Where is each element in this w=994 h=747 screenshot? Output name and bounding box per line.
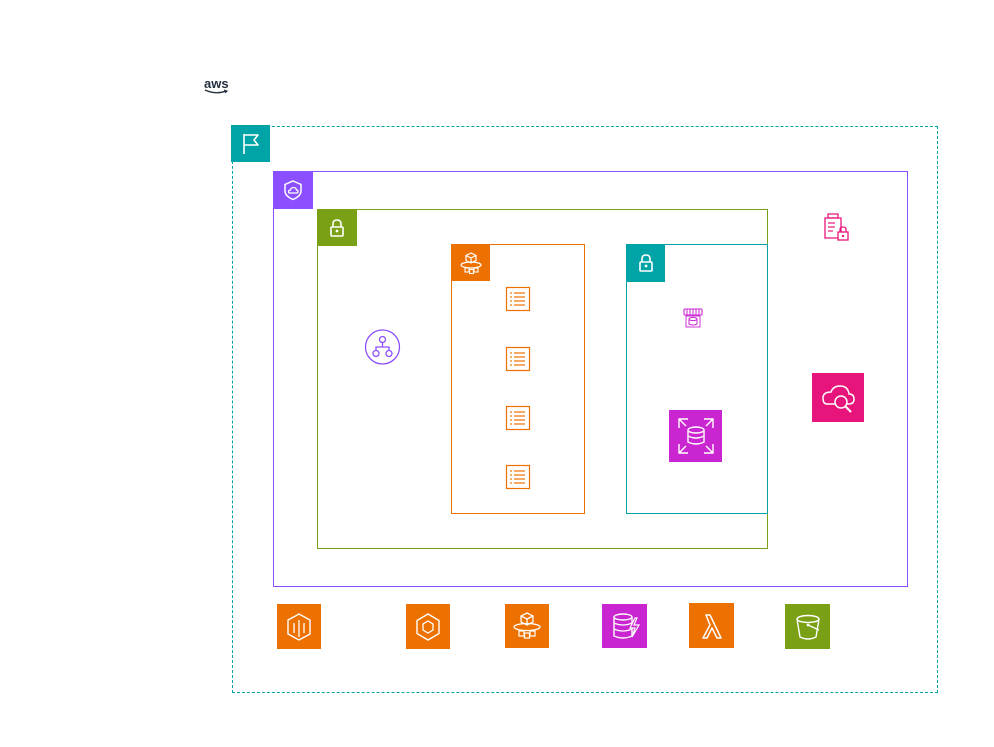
task-node-2 [504, 345, 532, 372]
task-node-1 [504, 285, 532, 312]
s3-bucket-icon [795, 614, 820, 640]
task-node-3 [504, 404, 532, 431]
ecs-task-icon [505, 286, 531, 311]
public-subnet-tile [317, 209, 357, 246]
fargate-icon [513, 612, 541, 639]
ecr-node [277, 604, 321, 649]
lock-icon [330, 218, 344, 237]
ecs-service-group [451, 244, 585, 514]
ecs-node [406, 604, 450, 649]
s3-node [785, 604, 830, 649]
aws-logo: aws [204, 76, 230, 95]
task-node-4 [504, 463, 532, 490]
lambda-node [689, 603, 734, 648]
rds-proxy-icon [682, 308, 703, 328]
private-subnet-group [626, 244, 768, 514]
lambda-icon [701, 613, 722, 639]
ecs-task-icon [505, 405, 531, 430]
ecs-service-tile [451, 244, 490, 281]
cloudwatch-icon [822, 384, 855, 413]
vpc-cloud-shield-icon [284, 180, 302, 201]
dynamodb-icon [612, 613, 640, 639]
dynamodb-node [602, 604, 647, 648]
cloudwatch-node [812, 373, 864, 422]
fargate-node [505, 604, 549, 648]
ecr-icon [287, 612, 311, 641]
secrets-manager-icon [824, 213, 849, 241]
ecs-service-icon [459, 251, 482, 274]
db-proxy-node [680, 306, 705, 330]
secrets-manager-node [819, 212, 851, 244]
aws-logo-text: aws [204, 76, 229, 91]
vpc-group [273, 171, 908, 587]
aws-smile-icon [204, 89, 229, 94]
region-flag-tile [231, 125, 270, 162]
load-balancer-node [364, 328, 401, 366]
rds-icon [677, 418, 714, 454]
ecs-icon [416, 612, 440, 641]
private-subnet-tile [626, 244, 665, 282]
vpc-tile [273, 171, 313, 209]
ecs-task-icon [505, 346, 531, 371]
ecs-task-icon [505, 464, 531, 489]
lock-icon [638, 254, 653, 272]
rds-node [669, 410, 722, 462]
application-load-balancer-icon [364, 329, 401, 365]
flag-icon [242, 133, 259, 154]
region-group [232, 126, 938, 693]
